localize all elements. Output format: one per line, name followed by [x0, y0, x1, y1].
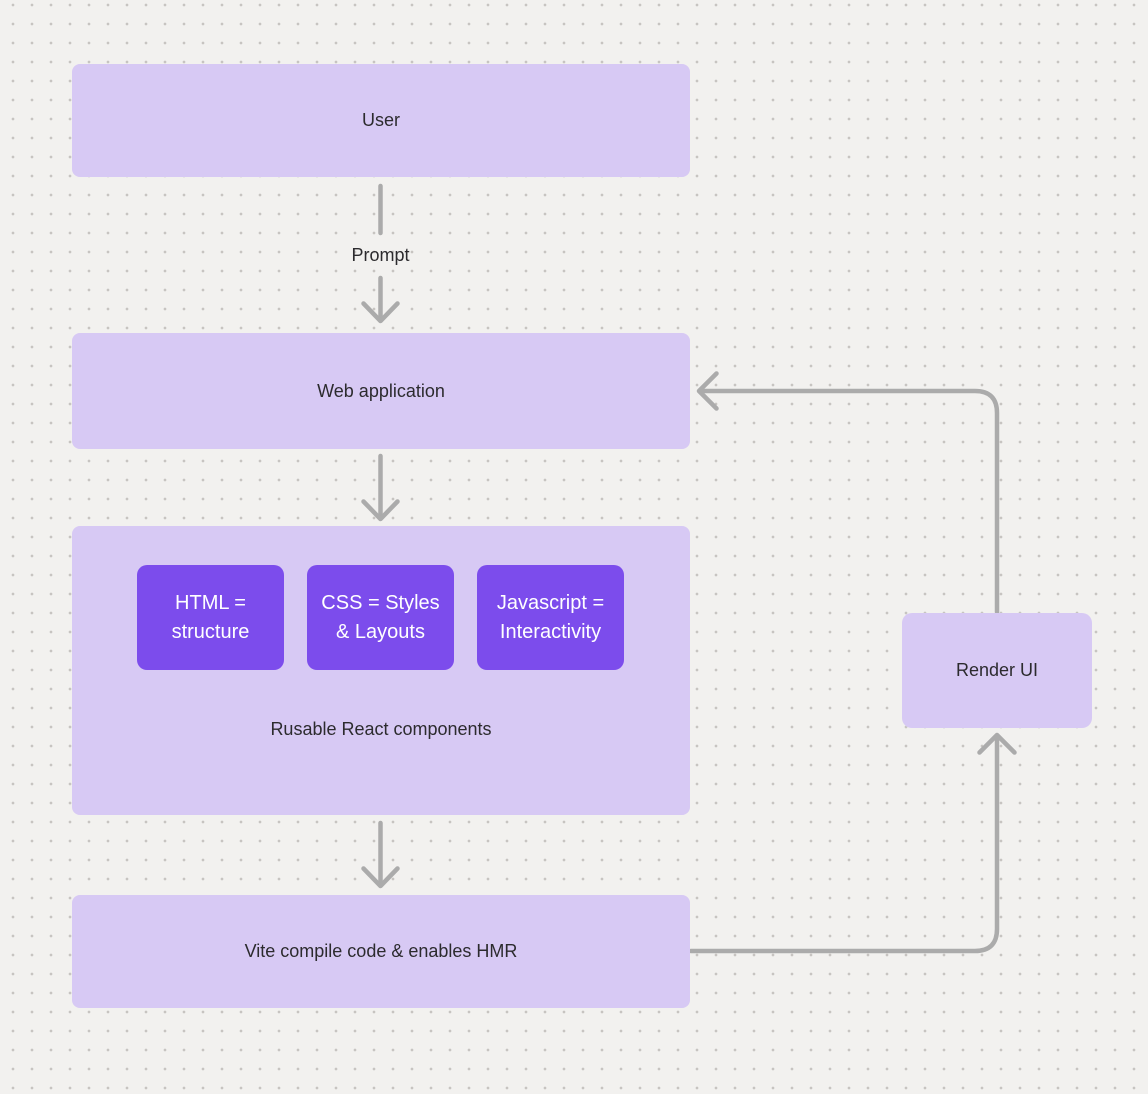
node-react-components-label: Rusable React components: [270, 719, 492, 739]
card-html-line1: HTML =: [175, 591, 246, 614]
card-css[interactable]: CSS = Styles & Layouts: [307, 565, 454, 670]
card-css-line2: & Layouts: [336, 620, 425, 643]
node-web-application[interactable]: Web application: [72, 333, 690, 449]
node-render-ui-label: Render UI: [955, 660, 1039, 680]
node-user[interactable]: User: [72, 64, 690, 177]
card-html-line2: structure: [171, 620, 250, 643]
card-css-line1: CSS = Styles: [321, 591, 440, 614]
node-react-components[interactable]: HTML = structure CSS = Styles & Layouts …: [72, 526, 690, 815]
card-html[interactable]: HTML = structure: [137, 565, 284, 670]
card-javascript-line1: Javascript =: [496, 591, 605, 614]
arrow-webapp-to-components: [361, 453, 400, 522]
card-javascript-line2: Interactivity: [499, 620, 602, 643]
node-vite[interactable]: Vite compile code & enables HMR: [72, 895, 690, 1008]
arrow-vite-to-render-ui: [688, 732, 1017, 954]
node-web-application-label: Web application: [317, 380, 445, 401]
node-render-ui[interactable]: Render UI: [902, 613, 1092, 728]
arrow-components-to-vite: [361, 820, 400, 889]
card-javascript[interactable]: Javascript = Interactivity: [477, 565, 624, 670]
node-vite-label: Vite compile code & enables HMR: [244, 941, 518, 961]
node-user-label: User: [361, 110, 400, 130]
arrow-render-ui-to-webapp: [696, 371, 1000, 615]
edge-prompt-label: Prompt: [351, 245, 410, 265]
